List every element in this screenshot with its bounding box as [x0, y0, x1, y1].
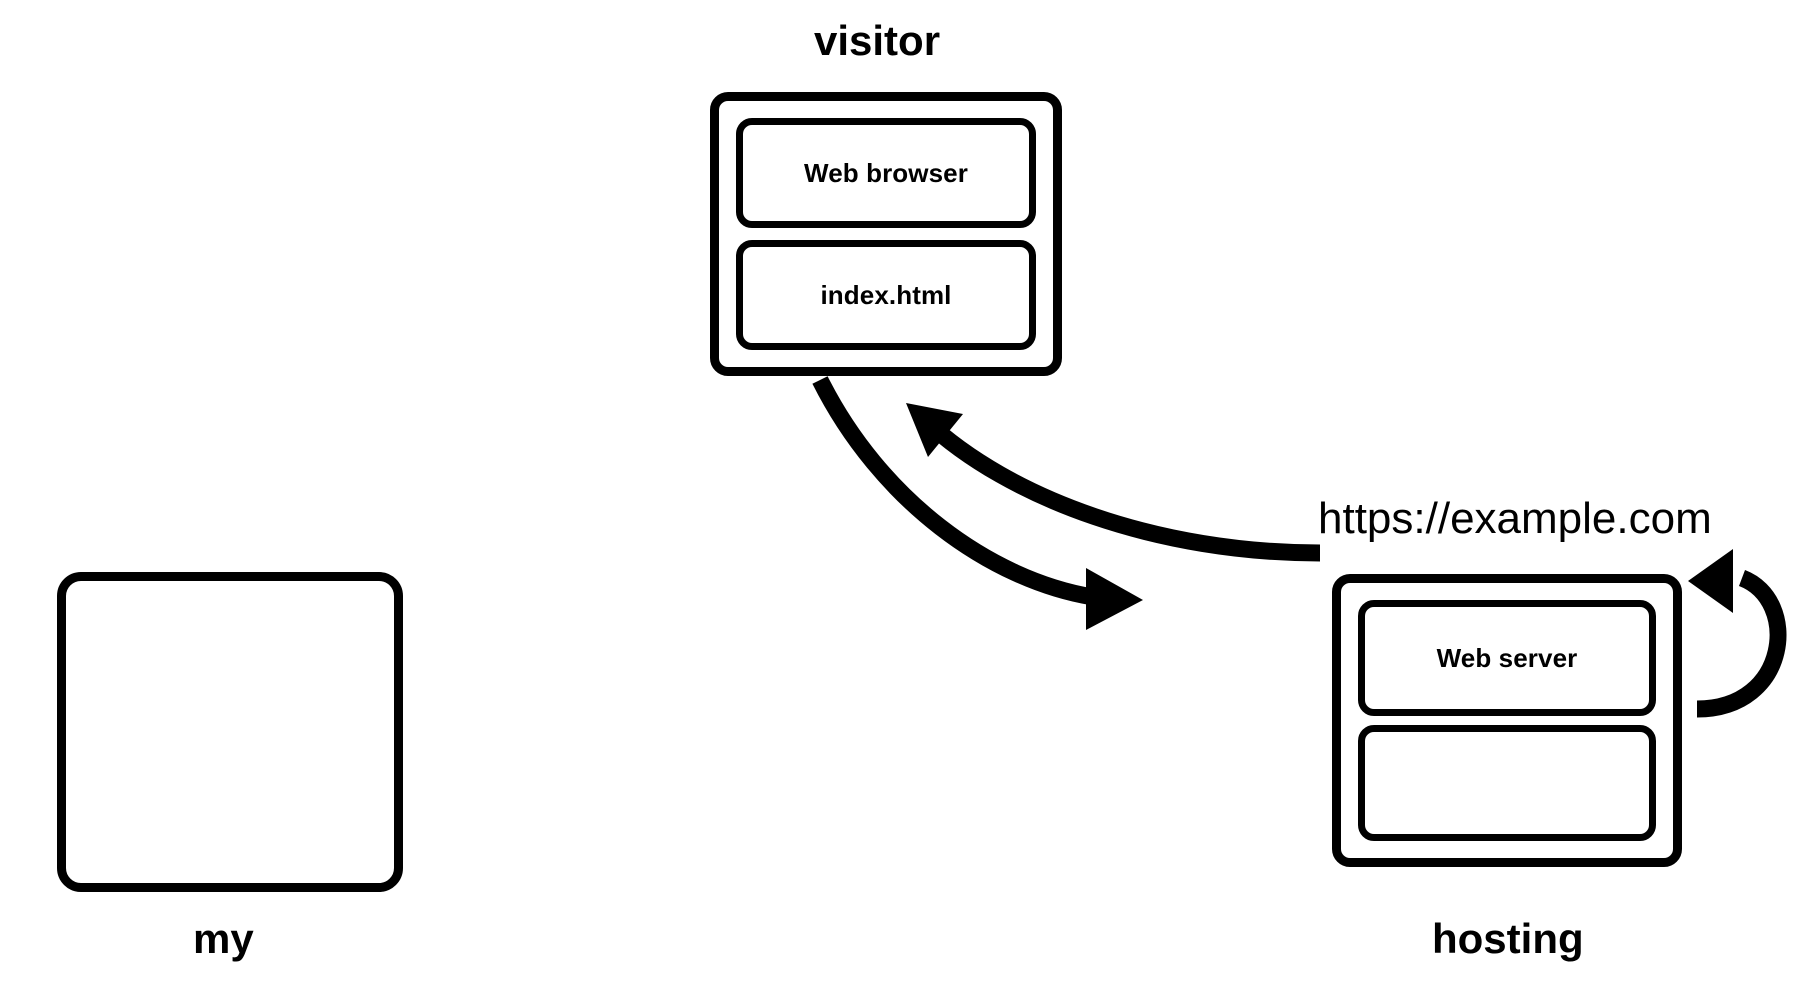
hosting-empty-box: [1358, 725, 1656, 841]
request-arrow: [812, 376, 1143, 630]
response-arrow: [906, 403, 1321, 562]
web-browser-label: Web browser: [804, 158, 968, 188]
my-group-label: my: [193, 915, 254, 962]
visitor-node-box: Web browser index.html: [710, 92, 1062, 376]
index-html-box: index.html: [736, 240, 1036, 350]
visitor-group-label: visitor: [814, 17, 941, 64]
index-html-label: index.html: [820, 280, 952, 310]
web-browser-box: Web browser: [736, 118, 1036, 228]
hosting-url-label: https://example.com: [1318, 494, 1712, 543]
web-server-label: Web server: [1436, 643, 1578, 673]
self-loop-arrow: [1688, 549, 1787, 718]
my-node-box: [57, 572, 403, 892]
web-server-box: Web server: [1358, 600, 1656, 716]
hosting-group-label: hosting: [1432, 915, 1584, 962]
hosting-node-box: Web server: [1332, 574, 1682, 867]
